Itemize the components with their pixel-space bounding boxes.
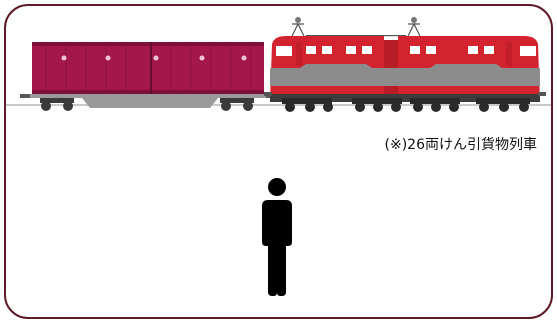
freight-train-illustration xyxy=(6,17,551,112)
train-caption: (※)26両けん引貨物列車 xyxy=(384,137,537,153)
container-wagon xyxy=(20,42,274,111)
illustration-frame: (※)26両けん引貨物列車 xyxy=(4,4,553,319)
electric-locomotive xyxy=(264,17,546,112)
person-icon xyxy=(262,178,292,296)
